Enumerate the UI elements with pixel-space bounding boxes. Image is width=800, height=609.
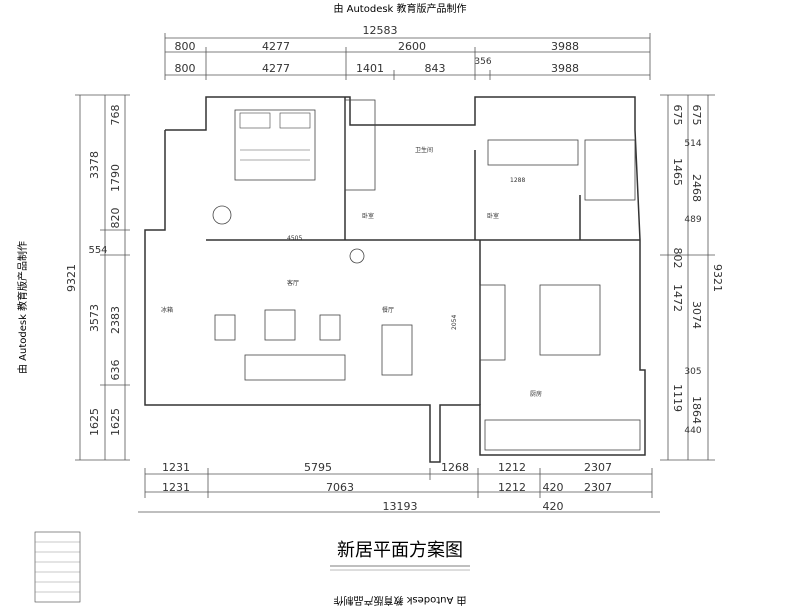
dim-right-outer-6: 1864 <box>690 396 703 424</box>
dim-bot-r1-4: 2307 <box>584 461 612 474</box>
dim-inner-2: 1288 <box>510 177 525 184</box>
dim-left-inner-5: 1625 <box>109 408 122 436</box>
dim-top-overall: 12583 <box>363 24 398 37</box>
room-label-dining: 餐厅 <box>382 306 394 314</box>
dim-left-inner-2: 820 <box>109 208 122 229</box>
dim-bot-r1-2: 1268 <box>441 461 469 474</box>
dim-bot-r2-2: 1212 <box>498 481 526 494</box>
dim-right-outer-4: 3074 <box>690 301 703 329</box>
dim-bot-r1-1: 5795 <box>304 461 332 474</box>
room-label-kitchen: 厨房 <box>530 390 542 398</box>
dim-left-outer-0: 3378 <box>88 151 101 179</box>
dim-top-r1-2: 2600 <box>398 40 426 53</box>
dim-bot-extra: 420 <box>543 500 564 513</box>
room-label-fridge: 冰箱 <box>161 306 173 314</box>
dim-right-inner-0: 675 <box>671 105 684 126</box>
dim-right-inner-2: 802 <box>671 248 684 269</box>
dim-left-outer-1: 554 <box>88 245 107 256</box>
dim-left-inner-3: 2383 <box>109 306 122 334</box>
dim-inner-1: 2054 <box>451 315 458 330</box>
dim-left-outer-3: 1625 <box>88 408 101 436</box>
dim-right-inner-3: 1472 <box>671 284 684 312</box>
dim-right-inner-4: 1119 <box>671 384 684 412</box>
dim-top-r2-2: 1401 <box>356 62 384 75</box>
room-label-bath: 卫生间 <box>415 146 433 154</box>
plan-title: 新居平面方案图 <box>337 540 463 561</box>
dim-bot-overall: 13193 <box>383 500 418 513</box>
room-label-door2: 卧室 <box>487 212 499 220</box>
dim-top-r2-4: 356 <box>474 57 491 67</box>
room-label-living: 客厅 <box>287 279 299 287</box>
dim-bot-r2-3: 420 <box>543 481 564 494</box>
dim-left-overall: 9321 <box>65 264 78 292</box>
dim-inner-0: 4505 <box>287 235 302 242</box>
dim-right-outer-5: 305 <box>684 367 701 377</box>
dim-top-r1-0: 800 <box>175 40 196 53</box>
dim-top-r1-1: 4277 <box>262 40 290 53</box>
dim-bot-r2-1: 7063 <box>326 481 354 494</box>
dim-top-r1-3: 3988 <box>551 40 579 53</box>
dim-left-inner-1: 1790 <box>109 164 122 192</box>
watermark-top: 由 Autodesk 教育版产品制作 <box>333 4 467 15</box>
dim-right-outer-7: 440 <box>684 426 701 436</box>
dim-right-inner-1: 1465 <box>671 158 684 186</box>
dim-top-r2-3: 843 <box>425 62 446 75</box>
dim-right-outer-3: 489 <box>684 215 701 225</box>
dim-bot-r2-4: 2307 <box>584 481 612 494</box>
room-label-door1: 卧室 <box>362 212 374 220</box>
dim-top-r2-1: 4277 <box>262 62 290 75</box>
dim-bot-r1-0: 1231 <box>162 461 190 474</box>
dim-left-outer-2: 3573 <box>88 304 101 332</box>
legend-box <box>34 531 81 603</box>
dim-right-outer-2: 2468 <box>690 174 703 202</box>
dim-left-inner-0: 768 <box>109 105 122 126</box>
dim-bot-r2-0: 1231 <box>162 481 190 494</box>
dim-left-inner-4: 636 <box>109 360 122 381</box>
dim-right-overall: 9321 <box>711 264 724 292</box>
dim-right-outer-0: 675 <box>690 105 703 126</box>
dim-bot-r1-3: 1212 <box>498 461 526 474</box>
dim-right-outer-1: 514 <box>684 139 701 149</box>
dim-top-r2-5: 3988 <box>551 62 579 75</box>
dim-top-r2-0: 800 <box>175 62 196 75</box>
